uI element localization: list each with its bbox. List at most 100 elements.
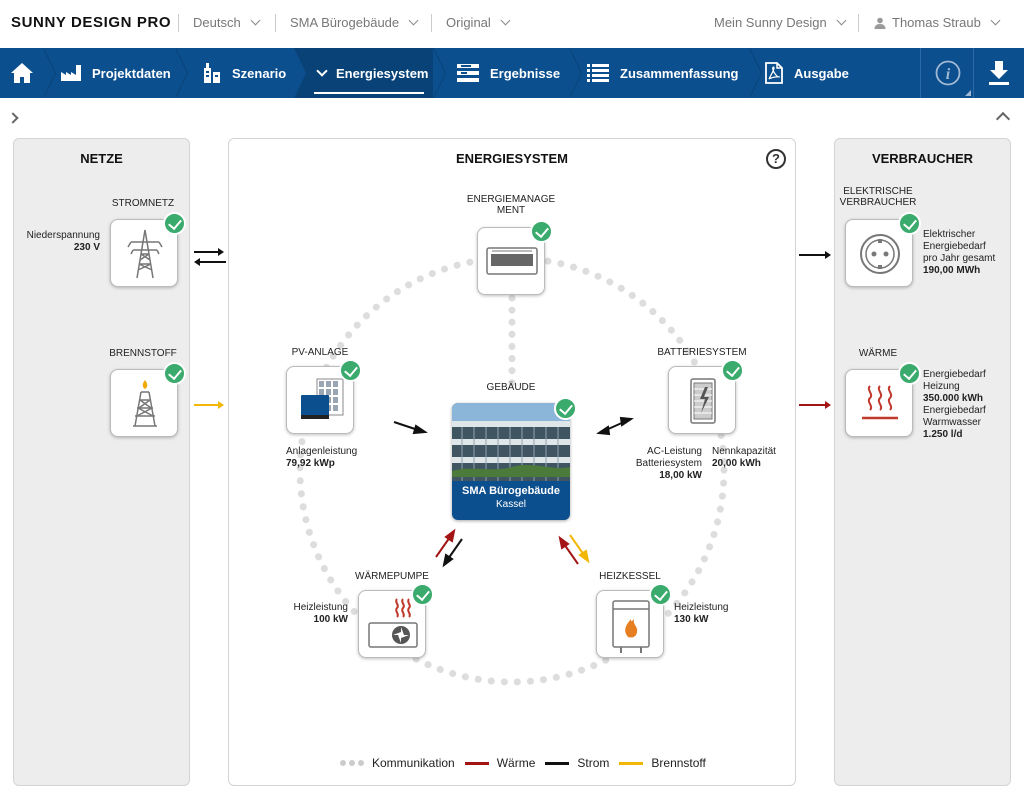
chevron-right-icon	[7, 112, 19, 124]
chevron-down-icon	[836, 15, 847, 26]
pv-label: PV-ANLAGE	[291, 347, 349, 358]
gebaeude-city: Kassel	[495, 499, 526, 510]
tab-label: Projektdaten	[92, 65, 171, 81]
my-sunny-design-menu[interactable]: Mein Sunny Design	[714, 15, 847, 30]
check-icon	[339, 359, 362, 382]
energy-manager-icon	[486, 247, 538, 275]
pv-card[interactable]	[286, 359, 362, 434]
battery-icon	[690, 378, 716, 424]
tab-label: Ausgabe	[794, 65, 849, 81]
chevron-down-icon	[408, 15, 419, 26]
batterie-label: BATTERIESYSTEM	[657, 347, 747, 358]
project-label: SMA Bürogebäude	[290, 15, 400, 30]
energy-flow-arrows	[393, 416, 634, 568]
user-label: Thomas Straub	[892, 15, 981, 30]
tab-label: Ergebnisse	[490, 65, 561, 81]
tab-label: Szenario	[232, 65, 287, 81]
language-select[interactable]: Deutsch	[193, 15, 261, 30]
variant-label: Original	[446, 15, 491, 30]
main-navigation: Projektdaten Szenario Energiesystem Erge…	[0, 48, 1024, 98]
home-icon	[11, 63, 33, 83]
panel-title: ENERGIESYSTEM	[456, 151, 568, 166]
brennstoff-arrow	[194, 401, 224, 409]
stromnetz-card[interactable]	[110, 212, 186, 287]
user-menu[interactable]: Thomas Straub	[874, 15, 1001, 30]
check-icon	[649, 583, 672, 606]
tab-ausgabe[interactable]: Ausgabe	[764, 48, 864, 98]
tab-label: Energiesystem	[336, 65, 429, 81]
expand-sidebar-button[interactable]	[7, 110, 22, 126]
tab-ergebnisse[interactable]: Ergebnisse	[448, 48, 570, 98]
waerme-arrow-verbraucher	[799, 401, 831, 409]
check-icon	[554, 397, 577, 420]
chevron-down-icon	[500, 15, 511, 26]
boiler-icon	[612, 600, 650, 653]
home-button[interactable]	[0, 48, 44, 98]
legend-label: Wärme	[496, 756, 536, 770]
top-bar: SUNNY DESIGN PRO Deutsch SMA Bürogebäude…	[0, 0, 1024, 48]
stromnetz-value: 230 V	[73, 242, 100, 253]
pdf-icon	[765, 62, 783, 84]
strom-arrow-verbraucher	[799, 251, 831, 259]
tab-label: Zusammenfassung	[620, 65, 739, 81]
power-pylon-icon	[127, 229, 163, 279]
gebaeude-name: SMA Bürogebäude	[462, 485, 560, 497]
stromnetz-label: STROMNETZ	[111, 198, 175, 209]
divider	[178, 14, 179, 32]
stromnetz-desc: Niederspannung	[26, 230, 100, 241]
pv-inverter-icon	[301, 378, 344, 419]
waermepumpe-card[interactable]	[358, 583, 434, 658]
chevron-down-icon	[990, 15, 1001, 26]
download-button[interactable]	[975, 48, 1024, 98]
variant-select[interactable]: Original	[446, 15, 511, 30]
check-icon	[530, 220, 553, 243]
fuel-derrick-icon	[133, 380, 157, 427]
info-button[interactable]: i	[920, 48, 974, 98]
check-icon	[411, 583, 434, 606]
heat-icon	[862, 385, 898, 420]
panel-title: NETZE	[80, 151, 123, 166]
scenario-icon	[204, 63, 220, 83]
factory-icon	[61, 65, 81, 81]
chevron-up-icon	[995, 111, 1011, 127]
download-icon	[989, 61, 1009, 85]
chevron-down-icon	[316, 65, 328, 77]
panel-title: VERBRAUCHER	[871, 151, 974, 166]
heizkessel-label: HEIZKESSEL	[599, 571, 661, 582]
help-icon[interactable]: ?	[766, 149, 786, 169]
legend-label: Strom	[577, 756, 610, 770]
heat-pump-icon	[368, 598, 418, 648]
tab-zusammenfassung[interactable]: Zusammenfassung	[584, 48, 750, 98]
language-label: Deutsch	[193, 15, 241, 30]
energiemanagement-card[interactable]	[477, 220, 553, 295]
legend-swatch-waerme	[464, 761, 489, 765]
check-icon	[163, 212, 186, 235]
tab-szenario[interactable]: Szenario	[190, 48, 294, 98]
tab-energiesystem[interactable]: Energiesystem	[294, 48, 434, 98]
collapse-button[interactable]	[994, 108, 1014, 127]
waermepumpe-label: WÄRMEPUMPE	[355, 571, 429, 582]
svg-text:i: i	[946, 66, 951, 83]
project-select[interactable]: SMA Bürogebäude	[290, 15, 419, 30]
elektrische-verbraucher-card[interactable]	[845, 212, 921, 287]
waerme-card[interactable]	[845, 362, 921, 437]
divider	[858, 14, 859, 32]
batterie-card[interactable]	[668, 359, 744, 434]
brennstoff-label: BRENNSTOFF	[109, 348, 177, 359]
legend-swatch-brennstoff	[619, 761, 644, 765]
divider	[275, 14, 276, 32]
tab-projektdaten[interactable]: Projektdaten	[58, 48, 176, 98]
my-sunny-design-label: Mein Sunny Design	[714, 15, 827, 30]
building-photo	[452, 403, 570, 481]
results-icon	[457, 64, 479, 82]
legend: Kommunikation Wärme Strom Brennstoff	[340, 756, 706, 770]
legend-label: Brennstoff	[651, 756, 706, 770]
brennstoff-card[interactable]	[110, 362, 186, 437]
waerme-label: WÄRME	[858, 348, 898, 359]
gebaeude-card[interactable]: SMA Bürogebäude Kassel	[452, 403, 570, 520]
heizkessel-card[interactable]	[596, 583, 672, 658]
socket-icon	[860, 234, 900, 274]
